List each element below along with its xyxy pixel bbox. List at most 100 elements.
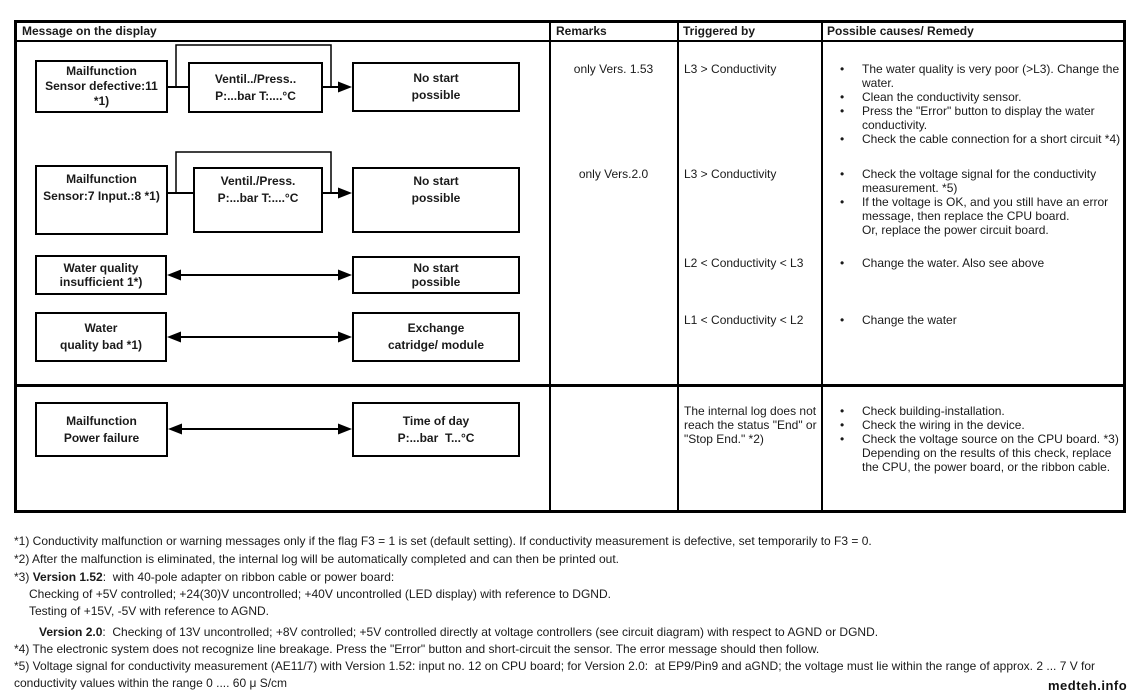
list-item: • Check building-installation.: [840, 404, 1124, 418]
remedy-text: Change the water: [862, 313, 957, 327]
bullet-icon: •: [840, 404, 845, 418]
bullet-icon: •: [840, 256, 845, 270]
remedy-text: Press the "Error" button to display the …: [862, 104, 1095, 132]
remedy-group-1: • The water quality is very poor (>L3). …: [840, 62, 1124, 146]
list-item: • Clean the conductivity sensor.: [840, 90, 1124, 104]
trigger-l1-l2: L1 < Conductivity < L2: [684, 313, 804, 327]
list-item: • Check the voltage signal for the condu…: [840, 167, 1124, 195]
box-line: No start: [413, 261, 459, 275]
box-line: possible: [411, 191, 461, 205]
box-line: P:...bar T:....°C: [215, 88, 296, 103]
box-line: possible: [411, 275, 461, 289]
box-line: No start: [413, 71, 459, 85]
bullet-icon: •: [840, 418, 845, 432]
bullet-icon: •: [840, 62, 845, 76]
box-line: Sensor:7 Input.:8 *1): [43, 189, 160, 203]
footnote-1: *1) Conductivity malfunction or warning …: [14, 534, 872, 548]
remedy-text: Check the wiring in the device.: [862, 418, 1025, 432]
box-line: insufficient 1*): [59, 275, 143, 289]
footnote-4: *4) The electronic system does not recog…: [14, 642, 820, 656]
bullet-icon: •: [840, 195, 845, 209]
status-box-no-start-3: No start possible: [352, 256, 520, 294]
remedy-group-2: • Check the voltage signal for the condu…: [840, 167, 1124, 237]
status-box-exchange-catridge: Exchange catridge/ module: [352, 312, 520, 362]
display-box-sensor-input: Mailfunction Sensor:7 Input.:8 *1): [35, 165, 168, 235]
display-box-water-quality-insufficient: Water quality insufficient 1*): [35, 255, 167, 295]
list-item: • The water quality is very poor (>L3). …: [840, 62, 1124, 90]
remedy-text: Clean the conductivity sensor.: [862, 90, 1022, 104]
list-item: • If the voltage is OK, and you still ha…: [840, 195, 1124, 237]
list-item: • Check the cable connection for a short…: [840, 132, 1124, 146]
remedy-text: Check the voltage signal for the conduct…: [862, 167, 1097, 195]
box-line: Power failure: [63, 430, 140, 445]
column-divider-3: [821, 23, 823, 510]
footnote-3-line4: Version 2.0: Checking of 13V uncontrolle…: [39, 625, 878, 639]
column-header-message: Message on the display: [22, 24, 157, 38]
box-line: *1): [93, 94, 110, 108]
box-line: Exchange: [407, 321, 465, 335]
trigger-l3-conductivity-2: L3 > Conductivity: [684, 167, 777, 181]
row-divider: [17, 384, 1123, 387]
bullet-icon: •: [840, 132, 845, 146]
column-divider-1: [549, 23, 551, 510]
display-box-power-failure: Mailfunction Power failure: [35, 402, 168, 457]
remedy-text: Change the water. Also see above: [862, 256, 1045, 270]
list-item: • Change the water. Also see above: [840, 256, 1124, 270]
watermark: medteh.info: [1048, 678, 1128, 693]
bullet-icon: •: [840, 313, 845, 327]
list-item: • Press the "Error" button to display th…: [840, 104, 1124, 132]
box-line: Water: [84, 321, 118, 335]
box-line: Mailfunction: [66, 64, 137, 78]
status-box-no-start-1: No start possible: [352, 62, 520, 112]
footnote-version-152: Version 1.52: [32, 570, 103, 584]
bullet-icon: •: [840, 90, 845, 104]
footnote-text: : Checking of 13V uncontrolled; +8V cont…: [102, 625, 879, 639]
box-line: Mailfunction: [66, 413, 137, 428]
display-box-sensor-defective: Mailfunction Sensor defective:11 *1): [35, 60, 168, 113]
remedy-text: Check the cable connection for a short c…: [862, 132, 1121, 146]
bullet-icon: •: [840, 104, 845, 118]
remedy-text: The water quality is very poor (>L3). Ch…: [862, 62, 1120, 90]
box-line: P:...bar T...°C: [397, 430, 475, 445]
footnote-2: *2) After the malfunction is eliminated,…: [14, 552, 620, 566]
box-line: Time of day: [402, 413, 470, 428]
list-item: • Check the wiring in the device.: [840, 418, 1124, 432]
display-box-ventil-press-1: Ventil../Press.. P:...bar T:....°C: [188, 62, 323, 113]
column-header-remarks: Remarks: [556, 24, 607, 38]
footnote-prefix: *3): [14, 570, 33, 584]
display-box-ventil-press-2: Ventil./Press. P:...bar T:....°C: [193, 167, 323, 233]
footnote-3-line2: Checking of +5V controlled; +24(30)V unc…: [29, 587, 611, 601]
list-item: • Check the voltage source on the CPU bo…: [840, 432, 1124, 474]
remedy-text: Check the voltage source on the CPU boar…: [862, 432, 1119, 474]
trigger-l2-l3: L2 < Conductivity < L3: [684, 256, 804, 270]
bullet-icon: •: [840, 432, 845, 446]
table-border: [14, 20, 1126, 513]
footnote-version-20: Version 2.0: [39, 625, 103, 639]
footnote-text: : with 40-pole adapter on ribbon cable o…: [102, 570, 395, 584]
remedy-text: If the voltage is OK, and you still have…: [862, 195, 1109, 237]
column-header-causes: Possible causes/ Remedy: [827, 24, 974, 38]
footnote-5-line1: *5) Voltage signal for conductivity meas…: [14, 659, 1096, 673]
box-line: Ventil./Press.: [220, 174, 296, 188]
box-line: Sensor defective:11: [45, 79, 158, 93]
header-divider: [17, 40, 1123, 42]
trigger-l3-conductivity-1: L3 > Conductivity: [684, 62, 777, 76]
box-line: No start: [413, 174, 459, 188]
list-item: • Change the water: [840, 313, 1124, 327]
box-line: possible: [411, 88, 461, 102]
footnote-5-line2: conductivity values within the range 0 .…: [14, 676, 288, 690]
remedy-group-3: • Change the water. Also see above: [840, 256, 1124, 270]
trigger-internal-log: The internal log does not reach the stat…: [684, 404, 817, 446]
box-line: Water quality: [63, 261, 139, 275]
bullet-icon: •: [840, 167, 845, 181]
display-box-water-quality-bad: Water quality bad *1): [35, 312, 167, 362]
remedy-group-4: • Change the water: [840, 313, 1124, 327]
remark-vers-20: only Vers.2.0: [578, 167, 649, 181]
column-header-triggered: Triggered by: [683, 24, 756, 38]
status-box-time-of-day: Time of day P:...bar T...°C: [352, 402, 520, 457]
box-line: P:...bar T:....°C: [217, 191, 299, 205]
status-box-no-start-2: No start possible: [352, 167, 520, 233]
remedy-text: Check building-installation.: [862, 404, 1005, 418]
footnote-3-head: *3) Version 1.52: with 40-pole adapter o…: [14, 570, 394, 584]
